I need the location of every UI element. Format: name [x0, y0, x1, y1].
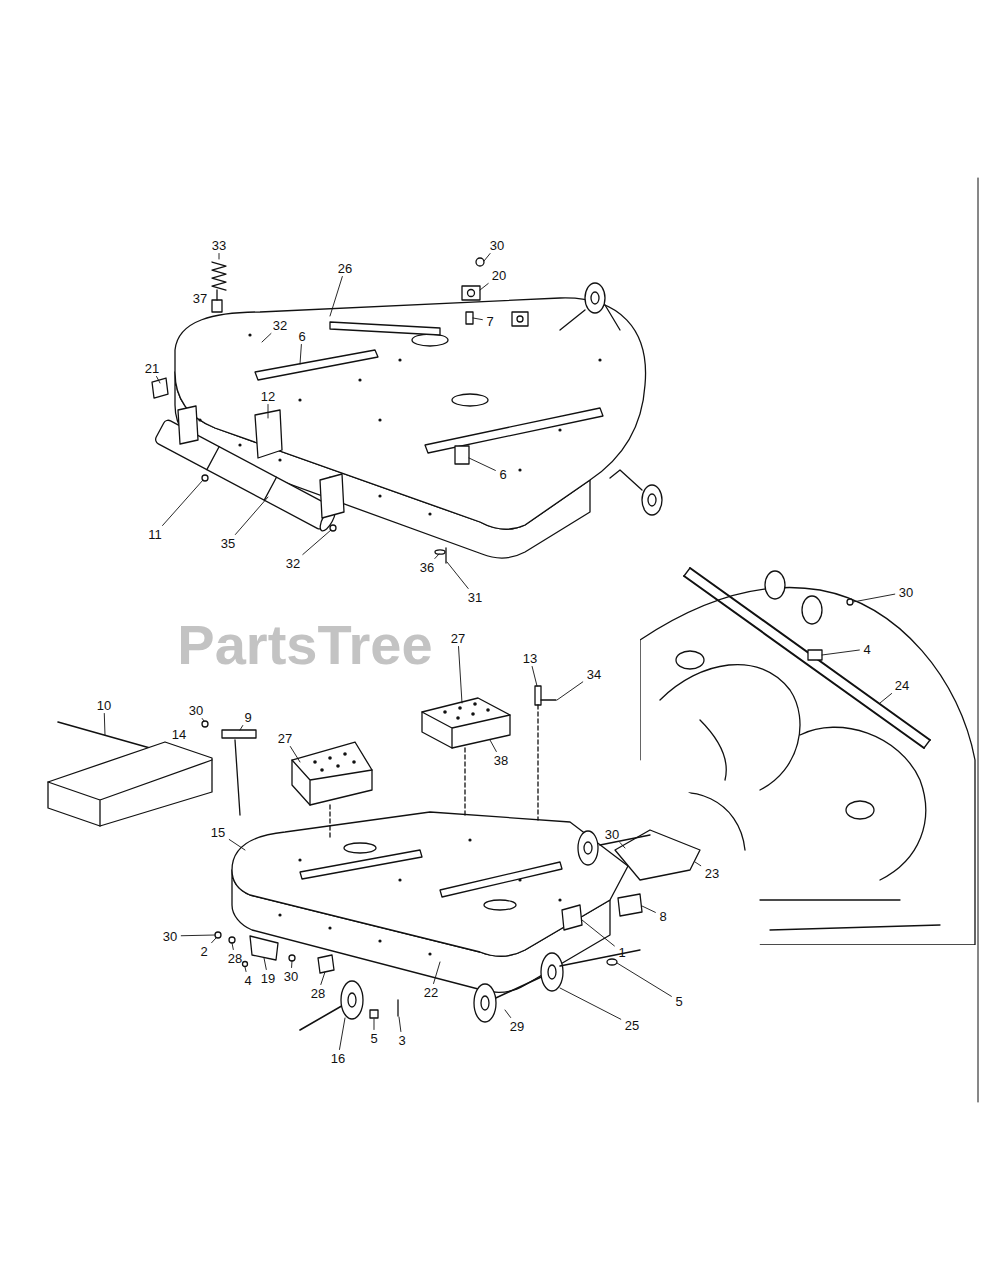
callout-number: 25 [624, 1019, 640, 1032]
leader-line [617, 963, 671, 996]
leader-line [104, 714, 106, 736]
callout-number: 37 [192, 292, 208, 305]
leader-line [240, 726, 243, 731]
callout-number: 5 [674, 995, 683, 1008]
callout-number: 2 [199, 945, 208, 958]
leader-line [339, 1018, 345, 1050]
callout-number: 13 [522, 652, 538, 665]
leader-line [480, 284, 488, 291]
callout-number: 29 [509, 1020, 525, 1033]
callout-number: 19 [260, 972, 276, 985]
callout-number: 30 [898, 586, 914, 599]
leader-line [484, 254, 490, 262]
callout-number: 30 [489, 239, 505, 252]
callout-number: 30 [283, 970, 299, 983]
leader-line [235, 497, 268, 535]
callout-number: 24 [894, 679, 910, 692]
leader-line [229, 839, 245, 850]
leader-line [219, 254, 220, 260]
leader-line [262, 334, 271, 343]
leader-line [300, 345, 301, 365]
callout-number: 28 [310, 987, 326, 1000]
leader-line [880, 694, 892, 704]
callout-number: 30 [188, 704, 204, 717]
callout-number: 21 [144, 362, 160, 375]
leader-line [853, 594, 895, 602]
callout-number: 3 [397, 1034, 406, 1047]
callout-number: 35 [220, 537, 236, 550]
callout-number: 20 [491, 269, 507, 282]
callout-number: 33 [211, 239, 227, 252]
callout-number: 26 [337, 262, 353, 275]
leader-line [557, 682, 583, 700]
watermark: PartsTree [177, 617, 432, 673]
leader-line [642, 906, 655, 912]
callout-number: 4 [862, 643, 871, 656]
leader-line [232, 943, 233, 950]
callout-number: 8 [658, 910, 667, 923]
callout-number: 5 [369, 1032, 378, 1045]
callout-number: 11 [147, 528, 163, 541]
leader-line [202, 719, 204, 722]
callout-number: 6 [297, 330, 306, 343]
leader-line [435, 554, 439, 559]
callout-number: 4 [243, 974, 252, 987]
callout-number: 38 [493, 754, 509, 767]
leader-line [459, 647, 462, 704]
leader-line [490, 740, 496, 752]
callout-number: 6 [498, 468, 507, 481]
callout-number: 30 [604, 828, 620, 841]
callout-number: 22 [423, 986, 439, 999]
callout-number: 32 [285, 557, 301, 570]
leader-line [434, 962, 440, 984]
callout-number: 7 [485, 315, 494, 328]
callout-number: 31 [467, 591, 483, 604]
leader-line [473, 318, 482, 320]
callout-number: 9 [243, 711, 252, 724]
leader-line [212, 938, 216, 943]
callout-number: 27 [277, 732, 293, 745]
leader-line [695, 862, 701, 866]
leader-line [399, 1017, 401, 1032]
callout-number: 28 [227, 952, 243, 965]
leader-line [290, 747, 300, 763]
leader-line [560, 988, 621, 1019]
leader-line [291, 961, 292, 968]
callout-number: 34 [586, 668, 602, 681]
callout-number: 32 [272, 319, 288, 332]
callout-number: 16 [330, 1052, 346, 1065]
leader-line [321, 972, 325, 985]
leader-line [373, 1019, 374, 1030]
callout-number: 30 [162, 930, 178, 943]
leader-line [620, 843, 625, 849]
callout-number: 1 [617, 946, 626, 959]
leader-line [330, 277, 342, 317]
leader-line [505, 1010, 511, 1018]
leader-line [268, 405, 269, 419]
leader-line [157, 377, 160, 384]
callout-number: 14 [171, 728, 187, 741]
leader-line [532, 667, 537, 687]
callout-number: 23 [704, 867, 720, 880]
callout-number: 12 [260, 390, 276, 403]
leader-line [245, 967, 246, 972]
callout-number: 10 [96, 699, 112, 712]
leader-line [469, 458, 495, 470]
leader-line [822, 650, 859, 655]
leader-line [447, 562, 468, 589]
callout-number: 36 [419, 561, 435, 574]
callout-number: 15 [210, 826, 226, 839]
callout-number: 27 [450, 632, 466, 645]
leader-line [181, 935, 215, 937]
leader-line [582, 920, 614, 946]
leader-line [163, 480, 203, 526]
leader-line [303, 530, 331, 555]
leader-line [264, 958, 266, 970]
